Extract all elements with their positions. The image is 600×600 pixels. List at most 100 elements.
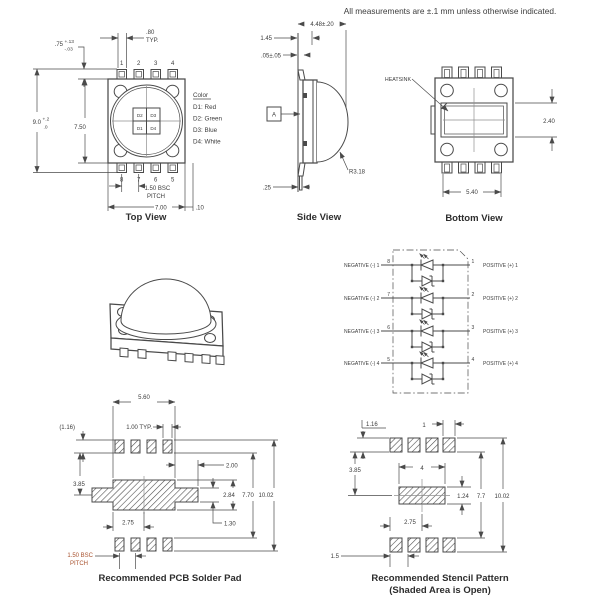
pcb-pad-title: Recommended PCB Solder Pad xyxy=(98,573,241,584)
dim-stencil-pitch: 1.5 xyxy=(331,554,340,560)
dim-pcb-pad-height: (1.16) xyxy=(59,425,75,431)
top-view-title: Top View xyxy=(126,212,167,223)
die-label-d1: D1 xyxy=(137,126,143,131)
dim-lead-tol-plus: +.13 xyxy=(65,39,75,45)
legend-item-red: D1: Red xyxy=(193,104,217,111)
dim-stencil-center-height: 1.24 xyxy=(457,494,469,500)
schematic-boundary xyxy=(392,249,469,394)
schematic-pin-8: 8 xyxy=(387,259,390,265)
dim-pcb-row-gap: 3.85 xyxy=(73,482,85,488)
datum-a-label: A xyxy=(272,113,276,119)
dim-side-overall: 4.48±.20 xyxy=(310,22,334,28)
schematic-row-4: NEGATIVE (-) 4 5 4 POSITIVE (+) 4 xyxy=(344,351,518,385)
dim-lead-length: .75 xyxy=(55,42,64,48)
top-view: 1 2 3 4 8 7 6 5 D2 D3 D1 D4 Color D1: Re… xyxy=(33,30,223,223)
dim-pad-width: .80 xyxy=(146,30,155,36)
dim-pcb-pad-width: 1.00 TYP. xyxy=(126,425,152,431)
dim-pin-span: 5.40 xyxy=(466,190,478,196)
isometric-pins xyxy=(119,347,225,366)
negative-label-2: NEGATIVE (-) 2 xyxy=(344,296,380,302)
dim-standoff: .05±.05 xyxy=(261,54,282,60)
legend-heading: Color xyxy=(193,92,208,99)
schematic: NEGATIVE (-) 1 8 1 POSITIVE (+) 1 NEGATI… xyxy=(344,249,518,394)
dim-overall-height: 9.0 xyxy=(33,120,42,126)
dim-pcb-wing-height: 1.30 xyxy=(224,522,236,528)
dim-stencil-pad-height: 1.16 xyxy=(366,422,378,428)
dim-dome-radius: R3.18 xyxy=(349,170,366,176)
dim-pcb-wing-width: 2.00 xyxy=(226,464,238,470)
pin-number-5: 5 xyxy=(171,178,175,184)
tolerance-note: All measurements are ±.1 mm unless other… xyxy=(344,6,557,16)
dim-lead-thickness: .25 xyxy=(263,186,272,192)
isometric-view xyxy=(109,278,225,366)
dim-overall-tol-plus: +.2 xyxy=(43,117,50,123)
side-view: 4.48±.20 1.45 .05±.05 A .25 R3.18 Side V… xyxy=(260,21,366,223)
side-view-package xyxy=(297,33,349,192)
positive-label-3: POSITIVE (+) 3 xyxy=(483,329,518,335)
legend-item-white: D4: White xyxy=(193,139,221,146)
heatsink-label: HEATSINK xyxy=(385,77,412,83)
pcb-dimensions xyxy=(74,399,278,569)
color-legend: Color D1: Red D2: Green D3: Blue D4: Whi… xyxy=(193,92,223,146)
bottom-view-package xyxy=(430,66,514,174)
dim-lead-tol-minus: -.03 xyxy=(65,47,74,53)
negative-label-1: NEGATIVE (-) 1 xyxy=(344,263,380,269)
schematic-pin-3: 3 xyxy=(472,325,475,331)
dim-pcb-pitch-line2: PITCH xyxy=(70,561,88,567)
schematic-pin-2: 2 xyxy=(472,292,475,298)
schematic-row-1: NEGATIVE (-) 1 8 1 POSITIVE (+) 1 xyxy=(344,253,518,287)
dim-slug-height: 2.40 xyxy=(543,119,555,125)
top-view-dimensions xyxy=(33,33,194,211)
dim-pcb-half-width: 2.75 xyxy=(122,521,134,527)
bottom-view: HEATSINK 2.40 5.40 Bottom View xyxy=(385,66,557,224)
dim-stencil-outer-height: 10.02 xyxy=(494,494,510,500)
negative-label-4: NEGATIVE (-) 4 xyxy=(344,361,380,367)
dim-stencil-center-width: 4 xyxy=(420,466,424,472)
dim-stencil-half-width: 2.75 xyxy=(404,520,416,526)
stencil-title: Recommended Stencil Pattern xyxy=(371,573,508,584)
schematic-pin-7: 7 xyxy=(387,292,390,298)
dim-overall-tol-minus: .0 xyxy=(44,125,48,131)
pin-number-6: 6 xyxy=(154,178,158,184)
die-label-d3: D3 xyxy=(150,113,156,118)
stencil-subtitle: (Shaded Area is Open) xyxy=(389,585,491,596)
pcb-pads xyxy=(91,439,199,552)
pin-number-1: 1 xyxy=(120,61,124,67)
dim-body-height: 7.50 xyxy=(74,125,86,131)
dim-pcb-center-height: 2.84 xyxy=(223,493,235,499)
schematic-row-3: NEGATIVE (-) 3 6 3 POSITIVE (+) 3 xyxy=(344,319,518,353)
die-label-d4: D4 xyxy=(150,126,156,131)
dim-pcb-pitch-line1: 1.50 BSC xyxy=(67,553,93,559)
dim-pad-width-typ: TYP. xyxy=(146,38,159,44)
dim-lead: 1.45 xyxy=(260,36,272,42)
positive-label-1: POSITIVE (+) 1 xyxy=(483,263,518,269)
die-label-d2: D2 xyxy=(137,113,143,118)
pcb-solder-pad: 5.60 (1.16) 1.00 TYP. 3.85 2.00 2.84 7.7… xyxy=(59,395,278,584)
schematic-pin-4: 4 xyxy=(472,357,475,363)
positive-label-4: POSITIVE (+) 4 xyxy=(483,361,518,367)
pin-number-4: 4 xyxy=(171,61,175,67)
dim-body-width: 7.00 xyxy=(155,206,167,212)
top-view-package xyxy=(107,69,186,173)
pin-number-3: 3 xyxy=(154,61,158,67)
negative-label-3: NEGATIVE (-) 3 xyxy=(344,329,380,335)
pin-number-2: 2 xyxy=(137,61,141,67)
side-view-dimensions xyxy=(266,21,349,190)
side-view-title: Side View xyxy=(297,212,342,223)
dim-pcb-inner-height: 7.70 xyxy=(242,493,254,499)
legend-item-green: D2: Green xyxy=(193,116,223,123)
stencil-dimensions xyxy=(341,420,507,567)
positive-label-2: POSITIVE (+) 2 xyxy=(483,296,518,302)
dim-pitch-line1: 1.50 BSC xyxy=(145,186,171,192)
dim-stencil-row-gap: 3.85 xyxy=(349,468,361,474)
dim-stencil-inner-height: 7.7 xyxy=(477,494,486,500)
legend-item-blue: D3: Blue xyxy=(193,127,218,134)
dim-edge-offset: .10 xyxy=(196,206,205,212)
bottom-view-title: Bottom View xyxy=(445,213,503,224)
dim-pcb-center-width: 5.60 xyxy=(138,395,150,401)
stencil-pads xyxy=(389,437,456,553)
schematic-pin-1: 1 xyxy=(472,259,475,265)
bottom-view-dimensions xyxy=(411,78,557,197)
